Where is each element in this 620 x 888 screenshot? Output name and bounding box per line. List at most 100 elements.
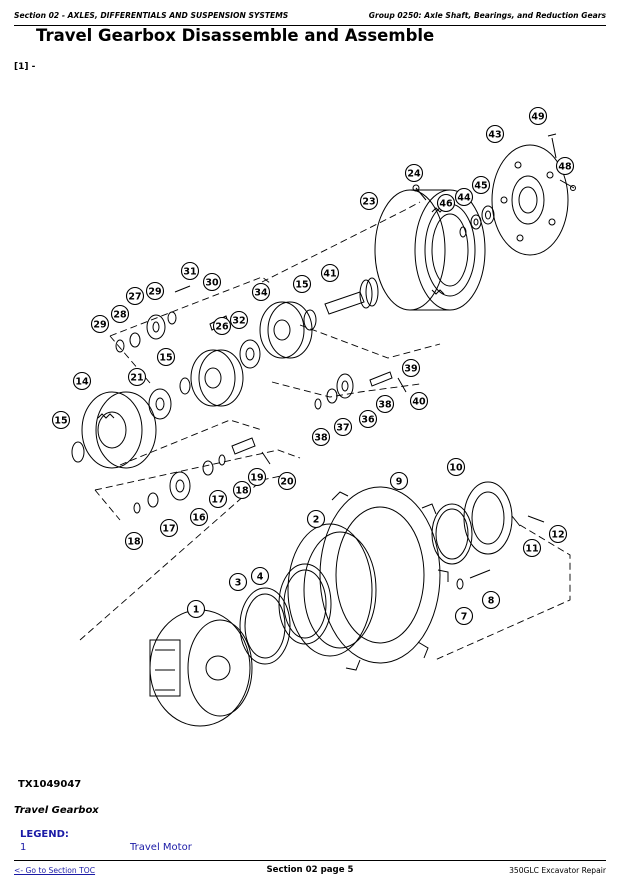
callout-label: 23 <box>362 196 375 207</box>
callout-circle <box>51 410 71 430</box>
callout-label: 8 <box>488 595 495 606</box>
callout-17: 17 <box>208 489 228 509</box>
callout-label: 38 <box>378 399 392 410</box>
callout-label: 9 <box>396 476 403 487</box>
callout-label: 24 <box>407 168 421 179</box>
callout-label: 15 <box>54 415 67 426</box>
callout-label: 29 <box>148 286 161 297</box>
callout-label: 1 <box>193 604 200 615</box>
callout-label: 20 <box>280 476 294 487</box>
callout-24: 24 <box>404 163 424 183</box>
callout-circle <box>375 394 395 414</box>
callout-circle <box>401 358 421 378</box>
callout-circle <box>212 316 232 336</box>
callout-circle <box>202 272 222 292</box>
callout-circle <box>454 187 474 207</box>
callout-2: 2 <box>306 509 326 529</box>
callout-circle <box>454 606 474 626</box>
part-1-travel-motor <box>149 609 253 727</box>
callout-label: 37 <box>336 422 349 433</box>
header-group: Group 0250: Axle Shaft, Bearings, and Re… <box>368 11 606 20</box>
callout-circle <box>124 531 144 551</box>
callout-circle <box>250 566 270 586</box>
callout-17: 17 <box>159 518 179 538</box>
callout-29: 29 <box>90 314 110 334</box>
callout-label: 26 <box>215 321 229 332</box>
part-23-ring-gear <box>374 189 486 311</box>
exploded-diagram: 1234789101112141515151617171818192021232… <box>51 106 576 727</box>
callout-circle <box>548 524 568 544</box>
callout-label: 34 <box>254 287 268 298</box>
callout-11: 11 <box>522 538 542 558</box>
callout-43: 43 <box>485 124 505 144</box>
callout-circle <box>72 371 92 391</box>
callout-label: 40 <box>412 396 426 407</box>
callout-48: 48 <box>555 156 575 176</box>
callout-36: 36 <box>358 409 378 429</box>
callout-29: 29 <box>145 281 165 301</box>
callout-7: 7 <box>454 606 474 626</box>
callout-label: 43 <box>488 129 501 140</box>
page-footer: <- Go to Section TOC Section 02 page 5 3… <box>14 860 606 879</box>
page-header: Section 02 - AXLES, DIFFERENTIALS AND SU… <box>14 9 606 26</box>
callout-27: 27 <box>125 286 145 306</box>
callout-circle <box>247 467 267 487</box>
callout-12: 12 <box>548 524 568 544</box>
callout-49: 49 <box>528 106 548 126</box>
callout-label: 38 <box>314 432 328 443</box>
callout-4: 4 <box>250 566 270 586</box>
callout-41: 41 <box>320 263 340 283</box>
part-43-cover <box>491 144 569 256</box>
callout-3: 3 <box>228 572 248 592</box>
part-9-sprocket <box>319 486 449 671</box>
callout-9: 9 <box>389 471 409 491</box>
callout-38: 38 <box>311 427 331 447</box>
callout-label: 36 <box>361 414 375 425</box>
callout-label: 39 <box>404 363 417 374</box>
callout-26: 26 <box>212 316 232 336</box>
callout-10: 10 <box>446 457 466 477</box>
callout-label: 45 <box>474 180 487 191</box>
callout-label: 3 <box>235 577 242 588</box>
callout-circle <box>228 572 248 592</box>
figure-id: TX1049047 <box>18 779 82 790</box>
callout-circle <box>90 314 110 334</box>
callout-circle <box>311 427 331 447</box>
callout-label: 17 <box>211 494 224 505</box>
callout-1: 1 <box>186 599 206 619</box>
legend-item-description[interactable]: Travel Motor <box>130 842 192 853</box>
callout-label: 46 <box>439 198 453 209</box>
callout-label: 32 <box>232 315 245 326</box>
legend-heading: LEGEND: <box>20 829 69 840</box>
callout-circle <box>186 599 206 619</box>
callout-label: 17 <box>162 523 175 534</box>
go-to-section-toc-link[interactable]: <- Go to Section TOC <box>14 866 96 875</box>
callout-label: 29 <box>93 319 106 330</box>
callout-label: 18 <box>235 485 249 496</box>
callout-circle <box>404 163 424 183</box>
callout-label: 12 <box>551 529 564 540</box>
callout-circle <box>481 590 501 610</box>
callout-circle <box>110 304 130 324</box>
callout-circle <box>485 124 505 144</box>
legend-item-number[interactable]: 1 <box>20 842 27 853</box>
callout-31: 31 <box>180 261 200 281</box>
callout-label: 31 <box>183 266 196 277</box>
callout-circle <box>145 281 165 301</box>
callout-circle <box>292 274 312 294</box>
reference-marker: [1] - <box>14 62 36 72</box>
callout-circle <box>555 156 575 176</box>
callout-label: 15 <box>295 279 308 290</box>
callout-18: 18 <box>232 480 252 500</box>
callout-21: 21 <box>127 367 147 387</box>
callout-label: 15 <box>159 352 172 363</box>
callout-38: 38 <box>375 394 395 414</box>
figure-caption: Travel Gearbox <box>14 805 99 816</box>
callout-circle <box>251 282 271 302</box>
page-title: Travel Gearbox Disassemble and Assemble <box>36 26 435 45</box>
callout-circle <box>436 193 456 213</box>
callout-circle <box>156 347 176 367</box>
callout-label: 21 <box>130 372 143 383</box>
callout-circle <box>320 263 340 283</box>
